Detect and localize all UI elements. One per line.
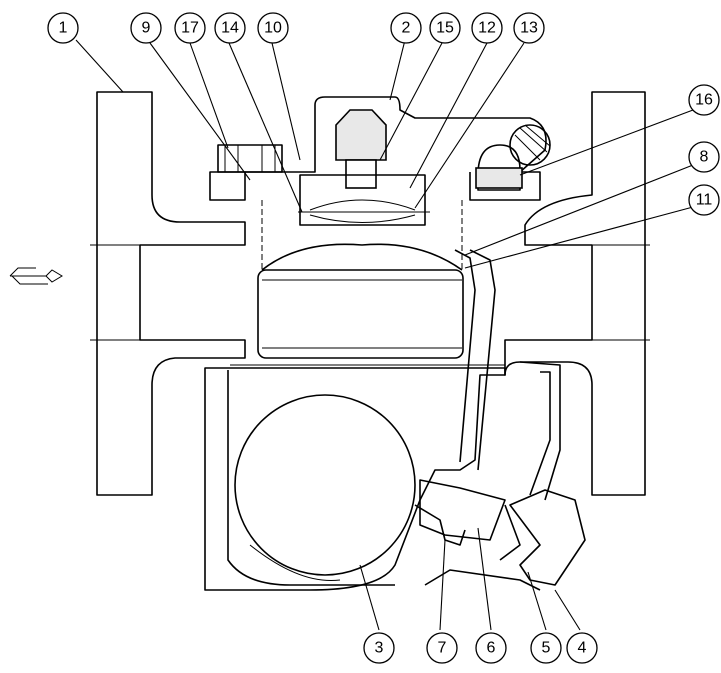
svg-text:16: 16 bbox=[695, 92, 713, 109]
right-flange bbox=[504, 91, 650, 496]
svg-text:11: 11 bbox=[696, 192, 713, 209]
svg-text:15: 15 bbox=[436, 20, 454, 37]
callout-11: 11 bbox=[688, 184, 720, 216]
leader-lines bbox=[75, 39, 694, 631]
callout-bubbles: 1 9 17 14 10 2 15 12 bbox=[47, 12, 720, 664]
callout-15: 15 bbox=[429, 12, 461, 44]
callout-10: 10 bbox=[257, 12, 289, 44]
callout-16: 16 bbox=[688, 84, 720, 116]
callout-2: 2 bbox=[390, 12, 422, 44]
strainer-screen bbox=[257, 200, 464, 359]
float-chamber bbox=[204, 364, 506, 591]
drain-pipe bbox=[454, 249, 496, 471]
float-ball bbox=[234, 394, 416, 582]
svg-text:2: 2 bbox=[402, 20, 411, 37]
svg-text:13: 13 bbox=[520, 20, 538, 37]
hatched-part bbox=[509, 124, 551, 166]
callout-1: 1 bbox=[47, 12, 79, 44]
svg-text:1: 1 bbox=[59, 20, 68, 37]
outlet-cap bbox=[499, 489, 586, 586]
svg-text:14: 14 bbox=[221, 20, 239, 37]
svg-text:4: 4 bbox=[578, 640, 587, 657]
svg-text:3: 3 bbox=[375, 640, 384, 657]
side-connector bbox=[475, 144, 523, 191]
svg-text:8: 8 bbox=[700, 149, 709, 166]
callout-5: 5 bbox=[530, 632, 562, 664]
callout-3: 3 bbox=[363, 632, 395, 664]
svg-text:17: 17 bbox=[181, 20, 199, 37]
cover-body bbox=[209, 96, 547, 201]
svg-text:9: 9 bbox=[142, 20, 151, 37]
left-flange bbox=[90, 91, 246, 496]
callout-9: 9 bbox=[130, 12, 162, 44]
callout-17: 17 bbox=[174, 12, 206, 44]
callout-12: 12 bbox=[471, 12, 503, 44]
valve-seat bbox=[414, 479, 506, 546]
svg-text:6: 6 bbox=[487, 640, 496, 657]
callout-14: 14 bbox=[214, 12, 246, 44]
svg-text:5: 5 bbox=[542, 640, 551, 657]
outlet-passage bbox=[424, 361, 561, 591]
svg-text:7: 7 bbox=[438, 640, 447, 657]
flow-arrow-icon bbox=[9, 267, 63, 285]
vent-plug bbox=[335, 109, 387, 189]
callout-8: 8 bbox=[688, 141, 720, 173]
callout-13: 13 bbox=[513, 12, 545, 44]
svg-text:12: 12 bbox=[478, 20, 496, 37]
callout-7: 7 bbox=[426, 632, 458, 664]
callout-4: 4 bbox=[566, 632, 598, 664]
callout-6: 6 bbox=[475, 632, 507, 664]
svg-text:10: 10 bbox=[264, 20, 282, 37]
